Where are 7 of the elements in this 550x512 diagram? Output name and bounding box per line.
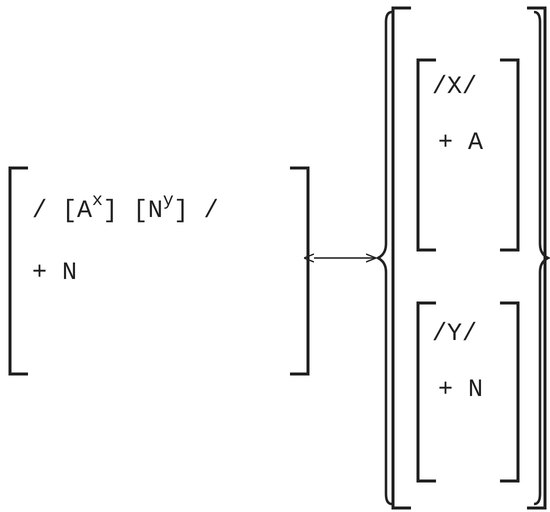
phonological-form: /X/: [432, 74, 478, 99]
phonological-form: / [A$^{x}$] [N$^{y}$] /: [32, 198, 219, 223]
phonological-form: /Y/: [432, 321, 478, 346]
category-feature: + A: [438, 130, 484, 155]
category-feature: + N: [32, 260, 78, 285]
category-feature: + N: [438, 377, 484, 402]
double-arrow: [303, 253, 377, 263]
